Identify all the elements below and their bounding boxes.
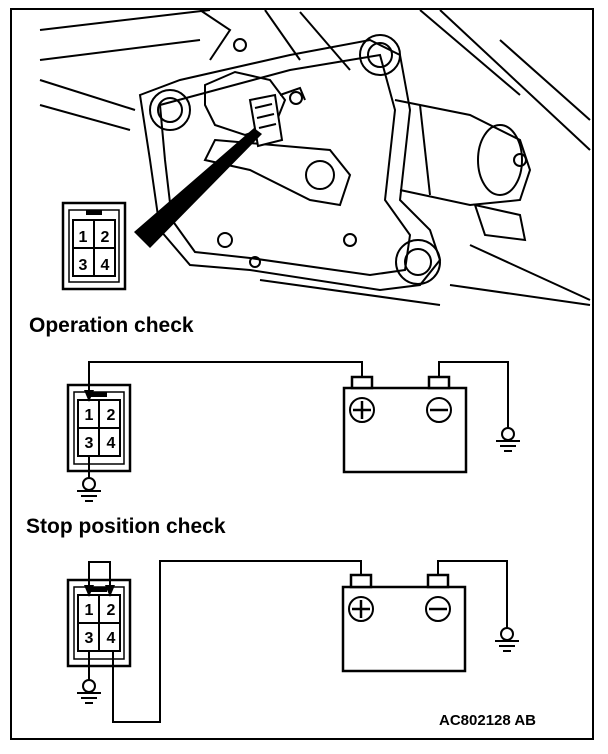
pin-2-label: 2 [101, 229, 110, 246]
stop-arrow-1 [84, 585, 94, 597]
op-pin-2-label: 2 [107, 407, 116, 424]
pin-1-label: 1 [79, 229, 88, 246]
operation-arrow [84, 390, 94, 402]
ground-icon [77, 477, 101, 502]
ground-icon [496, 427, 520, 452]
ground-icon [77, 679, 101, 704]
stop-pin-2-label: 2 [107, 602, 116, 619]
pin-3-label: 3 [79, 257, 88, 274]
reference-code: AC802128 AB [439, 712, 536, 729]
op-pin-3-label: 3 [85, 435, 94, 452]
op-pin-4-label: 4 [107, 435, 116, 452]
battery-icon [342, 375, 468, 474]
stop-wires [88, 560, 508, 723]
operation-wires [88, 361, 509, 478]
battery-icon [341, 573, 467, 673]
stop-pin-4-label: 4 [107, 630, 116, 647]
pin-4-label: 4 [101, 257, 110, 274]
stop-arrow-2 [105, 585, 115, 597]
wiper-motor-illustration [39, 10, 591, 306]
stop-pin-1-label: 1 [85, 602, 94, 619]
operation-connector-icon [66, 383, 132, 473]
connector-icon [61, 201, 127, 291]
stop-connector-icon [66, 578, 132, 668]
pointer-wedge [134, 128, 262, 248]
ground-icon [495, 627, 519, 652]
op-pin-1-label: 1 [85, 407, 94, 424]
stop-pin-3-label: 3 [85, 630, 94, 647]
operation-check-heading: Operation check [29, 314, 194, 337]
stop-position-check-heading: Stop position check [26, 515, 226, 538]
